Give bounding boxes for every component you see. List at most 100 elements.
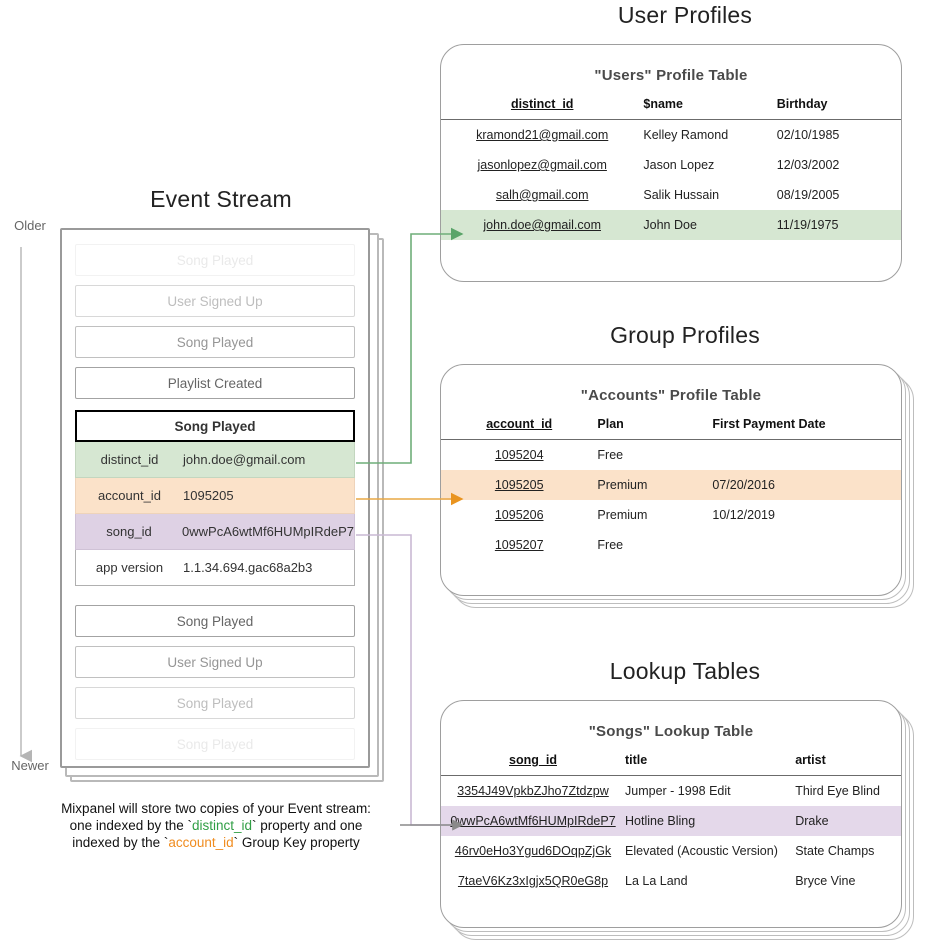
column-header-artist: artist: [795, 746, 901, 776]
cell-first-payment-date: [712, 440, 901, 471]
stream-caption: Mixpanel will store two copies of your E…: [36, 800, 396, 851]
users-profile-card: "Users" Profile Table distinct_id $name …: [440, 44, 902, 282]
event-label: Song Played: [176, 613, 254, 629]
table-row[interactable]: 1095204 Free: [441, 440, 901, 471]
cell-account-id: 1095204: [494, 448, 544, 462]
cell-first-payment-date: 10/12/2019: [712, 508, 775, 522]
songs-table-title: "Songs" Lookup Table: [588, 723, 754, 740]
cell-birthday: 11/19/1975: [776, 210, 901, 240]
event-item[interactable]: Song Played: [75, 687, 355, 719]
column-header-title: title: [625, 746, 796, 776]
event-property-account-id: account_id 1095205: [75, 478, 355, 514]
event-item[interactable]: Playlist Created: [75, 367, 355, 399]
cell-song-id: 46rv0eHo3Ygud6DOqpZjGk: [454, 844, 612, 858]
column-header-birthday: Birthday: [776, 90, 901, 120]
event-item[interactable]: Song Played: [75, 244, 355, 276]
cell-artist: Drake: [795, 806, 901, 836]
cell-account-id: 1095205: [441, 470, 598, 500]
cell-name: Jason Lopez: [643, 158, 715, 172]
caption-text: one indexed by the `: [69, 818, 192, 833]
accounts-table: account_id Plan First Payment Date 10952…: [441, 410, 901, 560]
newer-label: Newer: [11, 758, 49, 773]
event-label: Song Played: [176, 736, 254, 752]
songs-lookup-card: "Songs" Lookup Table song_id title artis…: [440, 700, 902, 928]
table-row-highlighted[interactable]: 1095205 Premium 07/20/2016: [441, 470, 901, 500]
expanded-event-name: Song Played: [75, 410, 355, 442]
table-row[interactable]: salh@gmail.com Salik Hussain 08/19/2005: [441, 180, 901, 210]
event-label: Song Played: [176, 695, 254, 711]
event-label: Song Played: [176, 334, 254, 350]
property-key: account_id: [98, 488, 161, 503]
event-stream-panel: Song Played User Signed Up Song Played P…: [60, 228, 384, 782]
event-label: Playlist Created: [167, 375, 263, 391]
users-table: distinct_id $name Birthday kramond21@gma…: [441, 90, 901, 240]
event-item[interactable]: Song Played: [75, 605, 355, 637]
table-row[interactable]: 46rv0eHo3Ygud6DOqpZjGk Elevated (Acousti…: [441, 836, 901, 866]
cell-artist: State Champs: [795, 844, 875, 858]
property-key: distinct_id: [100, 452, 159, 467]
property-value: john.doe@gmail.com: [183, 452, 306, 467]
lookup-tables-card-stack: "Songs" Lookup Table song_id title artis…: [440, 700, 920, 950]
cell-song-id: 7taeV6Kz3xIgjx5QR0eG8p: [457, 874, 609, 888]
table-row[interactable]: kramond21@gmail.com Kelley Ramond 02/10/…: [441, 120, 901, 151]
event-item[interactable]: Song Played: [75, 728, 355, 760]
event-property-distinct-id: distinct_id john.doe@gmail.com: [75, 442, 355, 478]
cell-title: Jumper - 1998 Edit: [625, 784, 731, 798]
cell-name: John Doe: [643, 210, 777, 240]
caption-line-1: Mixpanel will store two copies of your E…: [61, 801, 371, 816]
caption-text: ` property and one: [252, 818, 363, 833]
expanded-event-card[interactable]: Song Played distinct_id john.doe@gmail.c…: [75, 410, 355, 586]
property-key: song_id: [106, 524, 152, 539]
event-property-app-version: app version 1.1.34.694.gac68a2b3: [75, 550, 355, 586]
distinct-id-token: distinct_id: [191, 818, 253, 833]
cell-distinct-id: kramond21@gmail.com: [476, 128, 609, 142]
column-header-song-id: song_id: [441, 746, 625, 776]
cell-first-payment-date: [712, 530, 901, 560]
cell-artist: Bryce Vine: [795, 874, 856, 888]
event-item[interactable]: Song Played: [75, 326, 355, 358]
table-row[interactable]: jasonlopez@gmail.com Jason Lopez 12/03/2…: [441, 150, 901, 180]
column-header-name: $name: [643, 90, 777, 120]
event-item[interactable]: User Signed Up: [75, 646, 355, 678]
column-header-account-id: account_id: [441, 410, 598, 440]
cell-birthday: 12/03/2002: [776, 158, 840, 172]
caption-text: ` Group Key property: [233, 835, 360, 850]
group-profiles-card-stack: "Accounts" Profile Table account_id Plan…: [440, 364, 920, 614]
cell-plan: Premium: [597, 470, 713, 500]
event-label: User Signed Up: [167, 654, 263, 670]
cell-artist: Third Eye Blind: [795, 784, 880, 798]
accounts-profile-card: "Accounts" Profile Table account_id Plan…: [440, 364, 902, 596]
table-row[interactable]: 7taeV6Kz3xIgjx5QR0eG8p La La Land Bryce …: [441, 866, 901, 896]
time-axis: Older Newer: [4, 218, 56, 778]
cell-distinct-id: john.doe@gmail.com: [441, 210, 644, 240]
table-row[interactable]: 1095207 Free: [441, 530, 901, 560]
caption-line-2: one indexed by the `distinct_id` propert…: [36, 817, 396, 834]
event-stream-title: Event Stream: [150, 186, 292, 212]
property-value: 1.1.34.694.gac68a2b3: [183, 560, 313, 575]
account-id-token: account_id: [168, 835, 234, 850]
cell-distinct-id: salh@gmail.com: [495, 188, 589, 202]
event-label: User Signed Up: [167, 293, 263, 309]
event-item[interactable]: User Signed Up: [75, 285, 355, 317]
cell-title: La La Land: [625, 874, 688, 888]
caption-line-3: indexed by the `account_id` Group Key pr…: [36, 834, 396, 851]
column-header-distinct-id: distinct_id: [441, 90, 644, 120]
property-value: 0wwPcA6wtMf6HUMpIRdeP7: [182, 524, 354, 539]
cell-name: Kelley Ramond: [643, 128, 729, 142]
cell-account-id: 1095207: [494, 538, 544, 552]
group-profiles-title: Group Profiles: [610, 322, 760, 348]
cell-title: Hotline Bling: [625, 806, 796, 836]
cell-plan: Free: [597, 448, 624, 462]
event-label: Song Played: [176, 252, 254, 268]
cell-title: Elevated (Acoustic Version): [625, 844, 778, 858]
cell-birthday: 08/19/2005: [776, 188, 840, 202]
table-row[interactable]: 1095206 Premium 10/12/2019: [441, 500, 901, 530]
table-row[interactable]: 3354J49VpkbZJho7Ztdzpw Jumper - 1998 Edi…: [441, 776, 901, 807]
column-header-plan: Plan: [597, 410, 713, 440]
table-row-highlighted[interactable]: 0wwPcA6wtMf6HUMpIRdeP7 Hotline Bling Dra…: [441, 806, 901, 836]
property-key: app version: [95, 560, 164, 575]
table-row-highlighted[interactable]: john.doe@gmail.com John Doe 11/19/1975: [441, 210, 901, 240]
accounts-table-title: "Accounts" Profile Table: [580, 387, 762, 404]
event-stream-card: Song Played User Signed Up Song Played P…: [60, 228, 370, 768]
